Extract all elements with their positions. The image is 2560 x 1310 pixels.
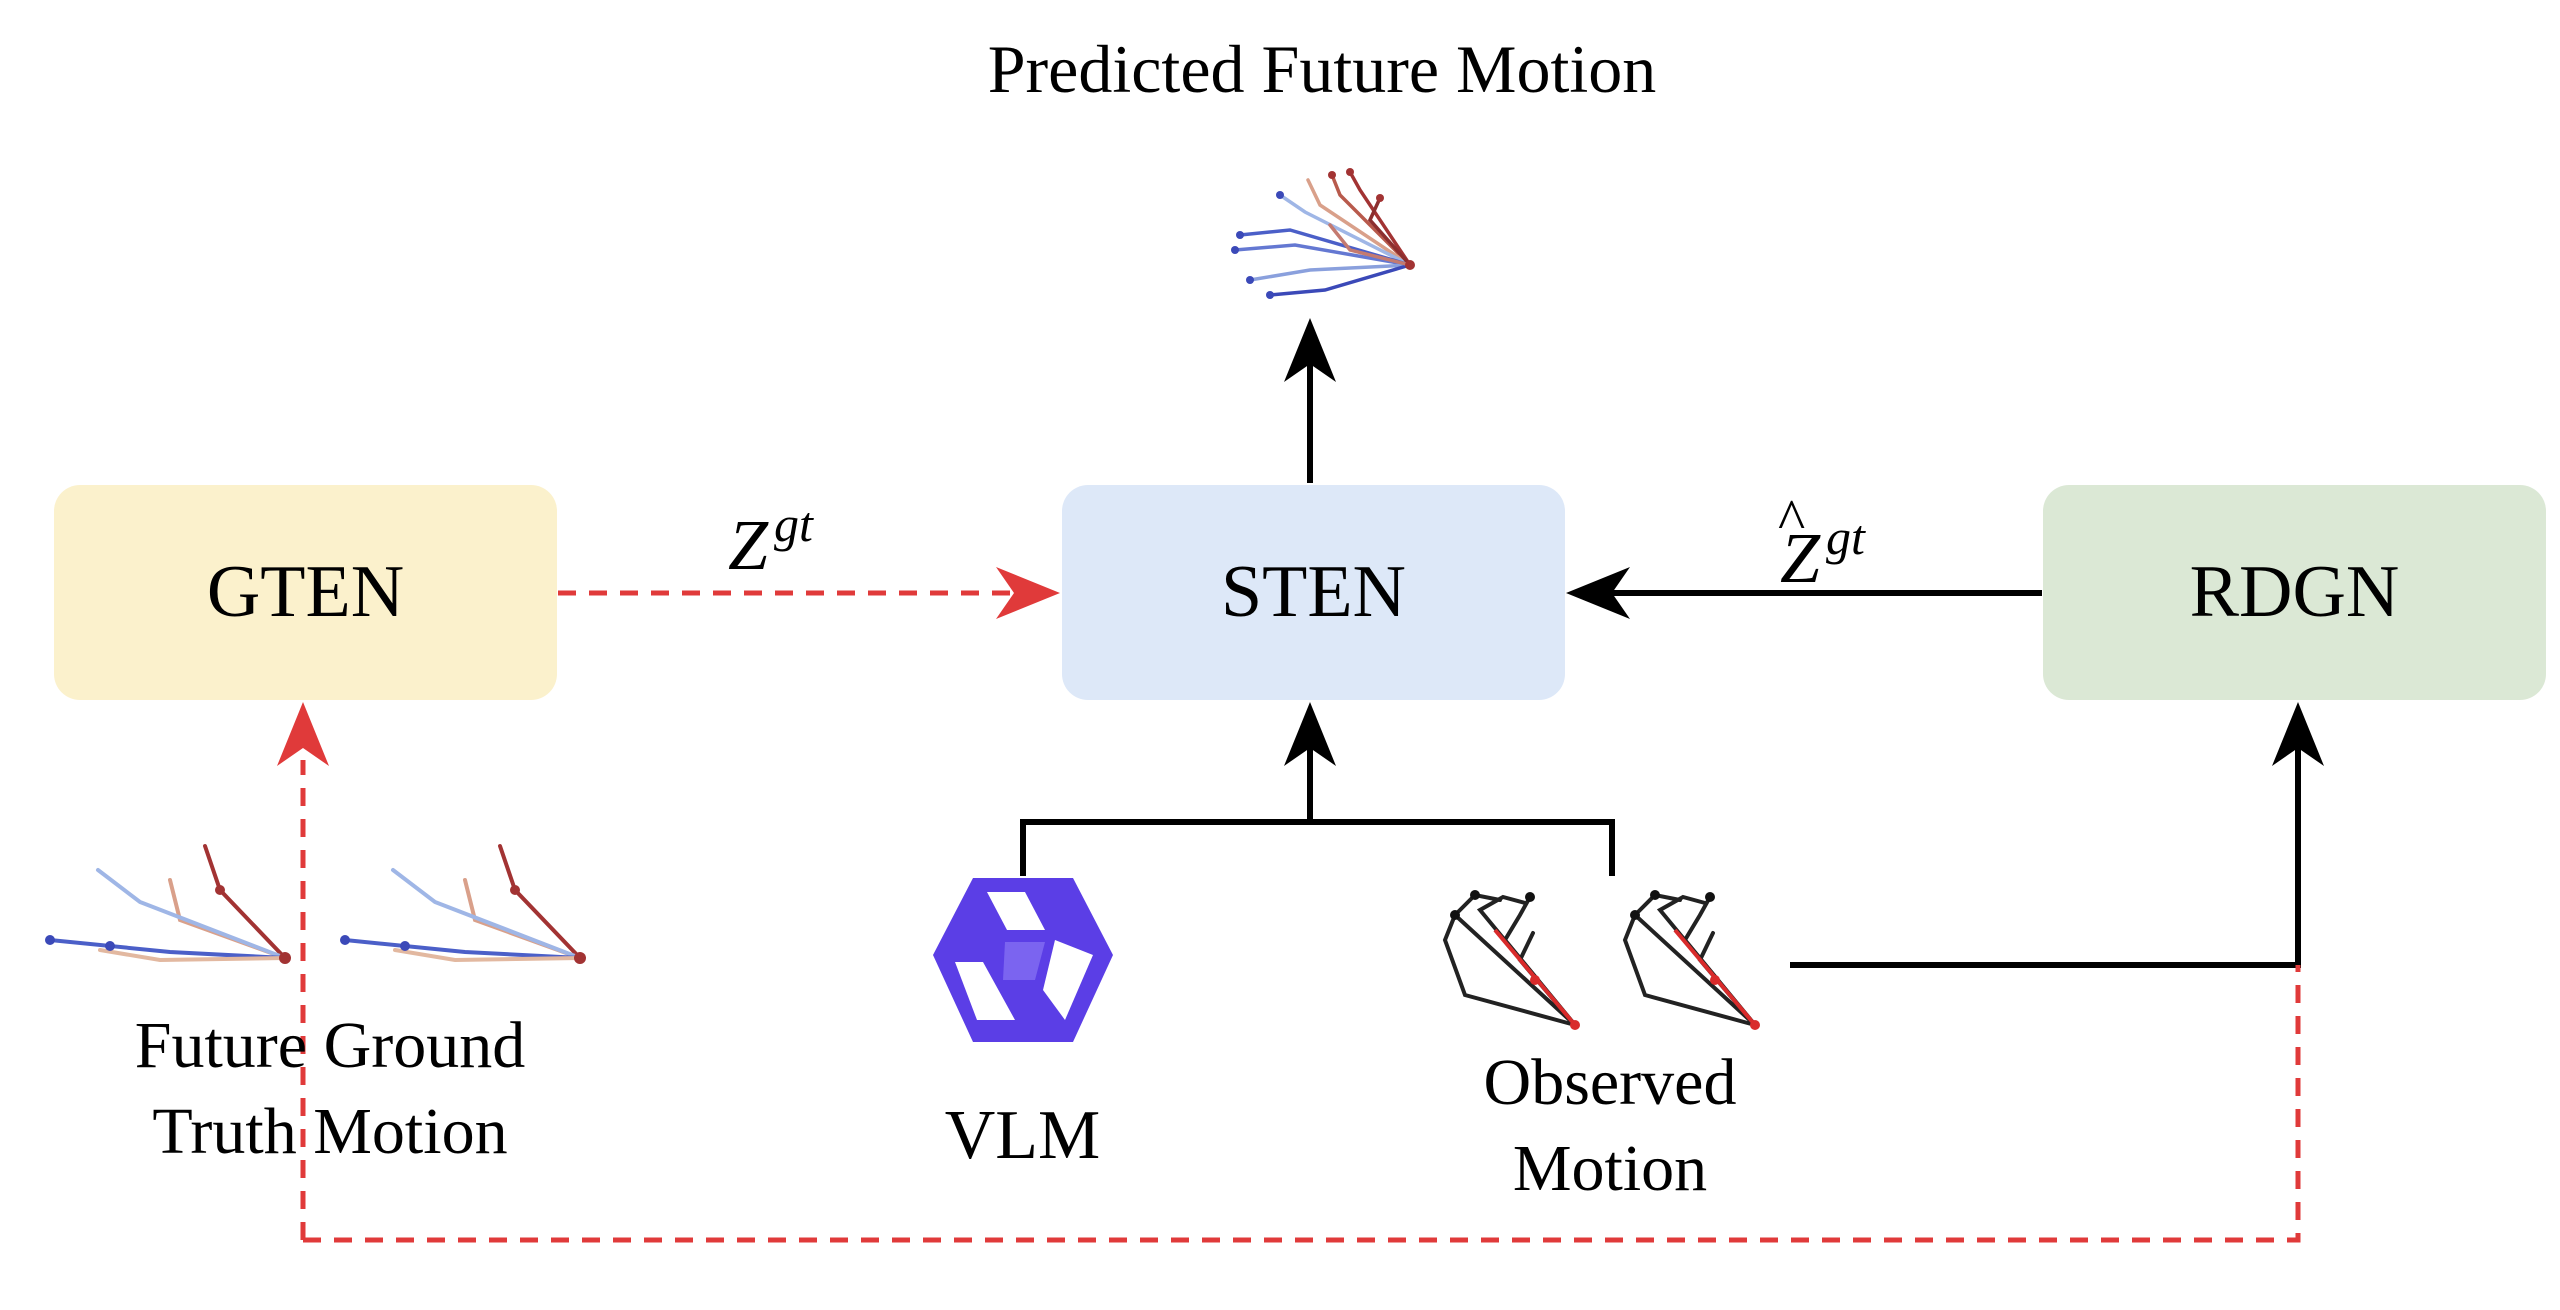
vlm-logo-icon [933, 878, 1113, 1042]
observed-skeleton-icon [1442, 890, 1760, 1030]
arrow-gten-to-sten [558, 567, 1060, 619]
gten-label: GTEN [206, 551, 405, 633]
arrow-sten-to-prediction [1284, 318, 1336, 483]
future-gt-line-1: Future Ground [134, 1009, 526, 1082]
sten-label: STEN [1221, 551, 1406, 633]
rdgn-label: RDGN [2189, 551, 2400, 633]
rdgn-node: RDGN [2043, 485, 2546, 700]
gten-node: GTEN [54, 485, 557, 700]
predicted-skeleton-hand-icon [1231, 168, 1415, 299]
future-ground-truth-label: Future Ground Truth Motion [80, 1003, 580, 1175]
future-ground-truth-skeleton-icon [45, 844, 586, 964]
arrow-inputs-to-sten [1020, 702, 1615, 876]
sten-node: STEN [1062, 485, 1565, 700]
vlm-label: VLM [944, 1097, 1101, 1174]
predicted-motion-title: Predicted Future Motion [987, 31, 1657, 107]
dashed-feedback-loop [303, 965, 2301, 1243]
arrow-rdgn-to-sten [1566, 567, 2042, 619]
observed-line-2: Motion [1512, 1131, 1708, 1205]
future-gt-line-2: Truth Motion [152, 1094, 508, 1168]
hat-mark: ^ [1778, 487, 1806, 552]
arrow-futuregt-to-gten [277, 702, 329, 1240]
observed-motion-label: Observed Motion [1440, 1040, 1780, 1212]
arrow-observed-to-rdgn [1790, 702, 2324, 968]
observed-line-1: Observed [1483, 1046, 1737, 1119]
